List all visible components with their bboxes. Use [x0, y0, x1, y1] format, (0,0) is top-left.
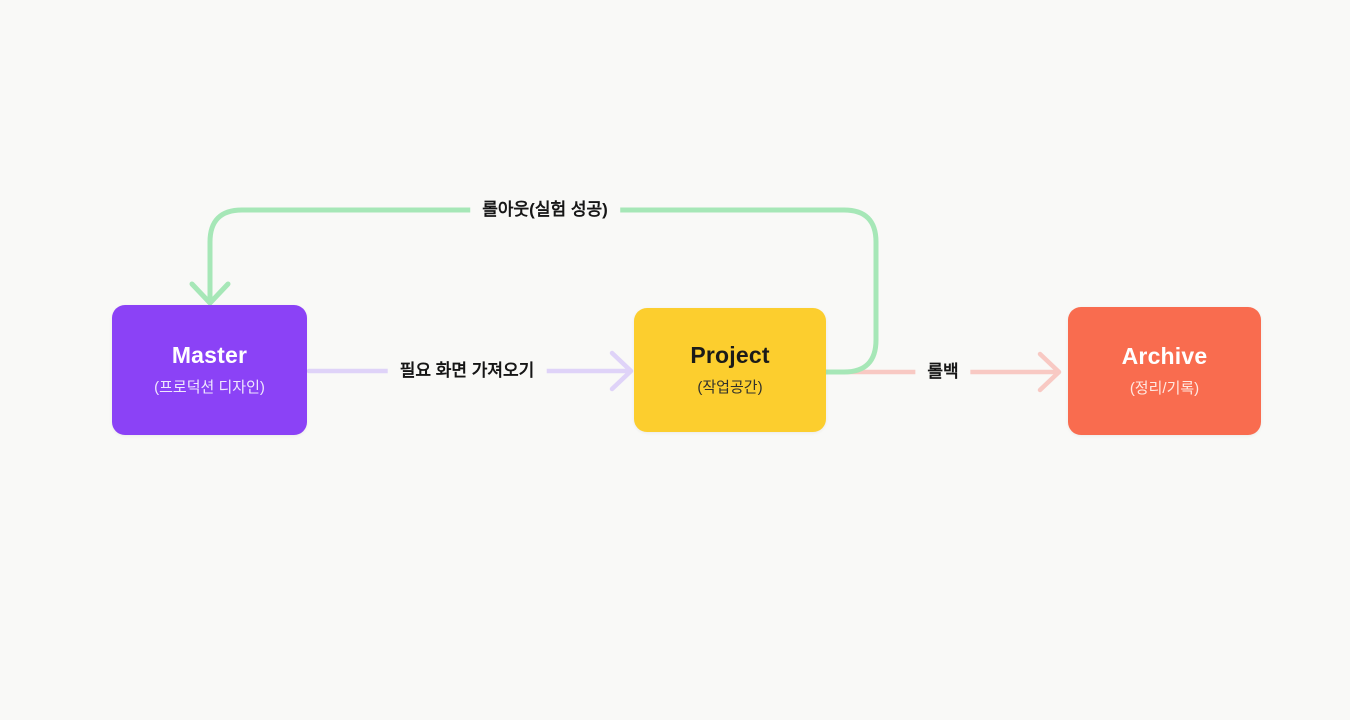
rollout-arrow-line — [207, 207, 879, 375]
rollout-arrowhead-icon — [189, 281, 231, 306]
node-master-title: Master — [171, 342, 248, 369]
node-project: Project (작업공간) — [634, 308, 826, 432]
node-archive-title: Archive — [1121, 343, 1208, 370]
fetch-arrowhead-icon — [609, 350, 634, 392]
edge-label-fetch: 필요 화면 가져오기 — [387, 358, 547, 384]
node-project-subtitle: (작업공간) — [697, 378, 763, 396]
node-master: Master (프로덕션 디자인) — [112, 305, 307, 435]
node-archive: Archive (정리/기록) — [1068, 307, 1261, 435]
node-project-title: Project — [690, 342, 770, 369]
node-master-subtitle: (프로덕션 디자인) — [154, 378, 265, 396]
node-archive-subtitle: (정리/기록) — [1129, 379, 1200, 397]
edge-label-rollback: 롤백 — [915, 359, 971, 385]
edge-label-rollout: 롤아웃(실험 성공) — [470, 197, 620, 223]
rollback-arrowhead-icon — [1037, 351, 1062, 393]
